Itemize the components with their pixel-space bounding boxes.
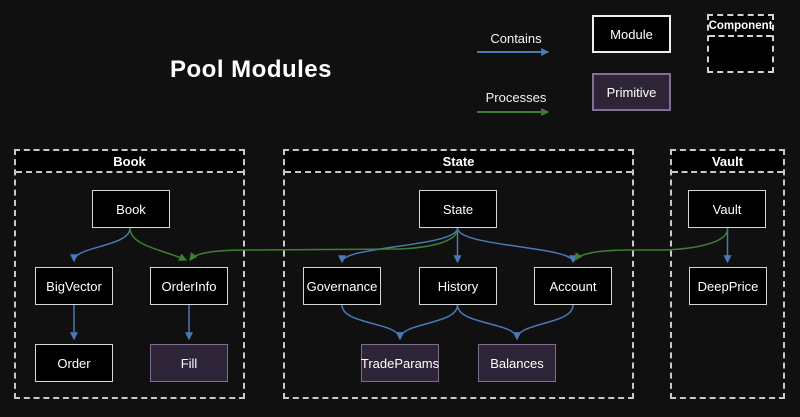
legend-component-label: Component [709,16,772,37]
node-history: History [419,267,497,305]
node-vault: Vault [688,190,766,228]
container-book-header: Book [16,151,243,173]
page-title: Pool Modules [170,56,332,84]
container-state-header: State [285,151,632,173]
node-deepprice: DeepPrice [689,267,767,305]
node-order: Order [35,344,113,382]
legend-primitive-box: Primitive [592,73,671,111]
node-orderinfo: OrderInfo [150,267,228,305]
legend-processes-label: Processes [476,90,556,105]
node-bigvector: BigVector [35,267,113,305]
node-fill: Fill [150,344,228,382]
node-tradeparams: TradeParams [361,344,439,382]
node-book: Book [92,190,170,228]
container-vault-header: Vault [672,151,783,173]
node-governance: Governance [303,267,381,305]
legend-module-box: Module [592,15,671,53]
node-state: State [419,190,497,228]
legend-component-box: Component [707,14,774,73]
node-account: Account [534,267,612,305]
legend-module-label: Module [610,27,653,42]
legend-contains-label: Contains [476,31,556,46]
legend-primitive-label: Primitive [607,85,657,100]
node-balances: Balances [478,344,556,382]
